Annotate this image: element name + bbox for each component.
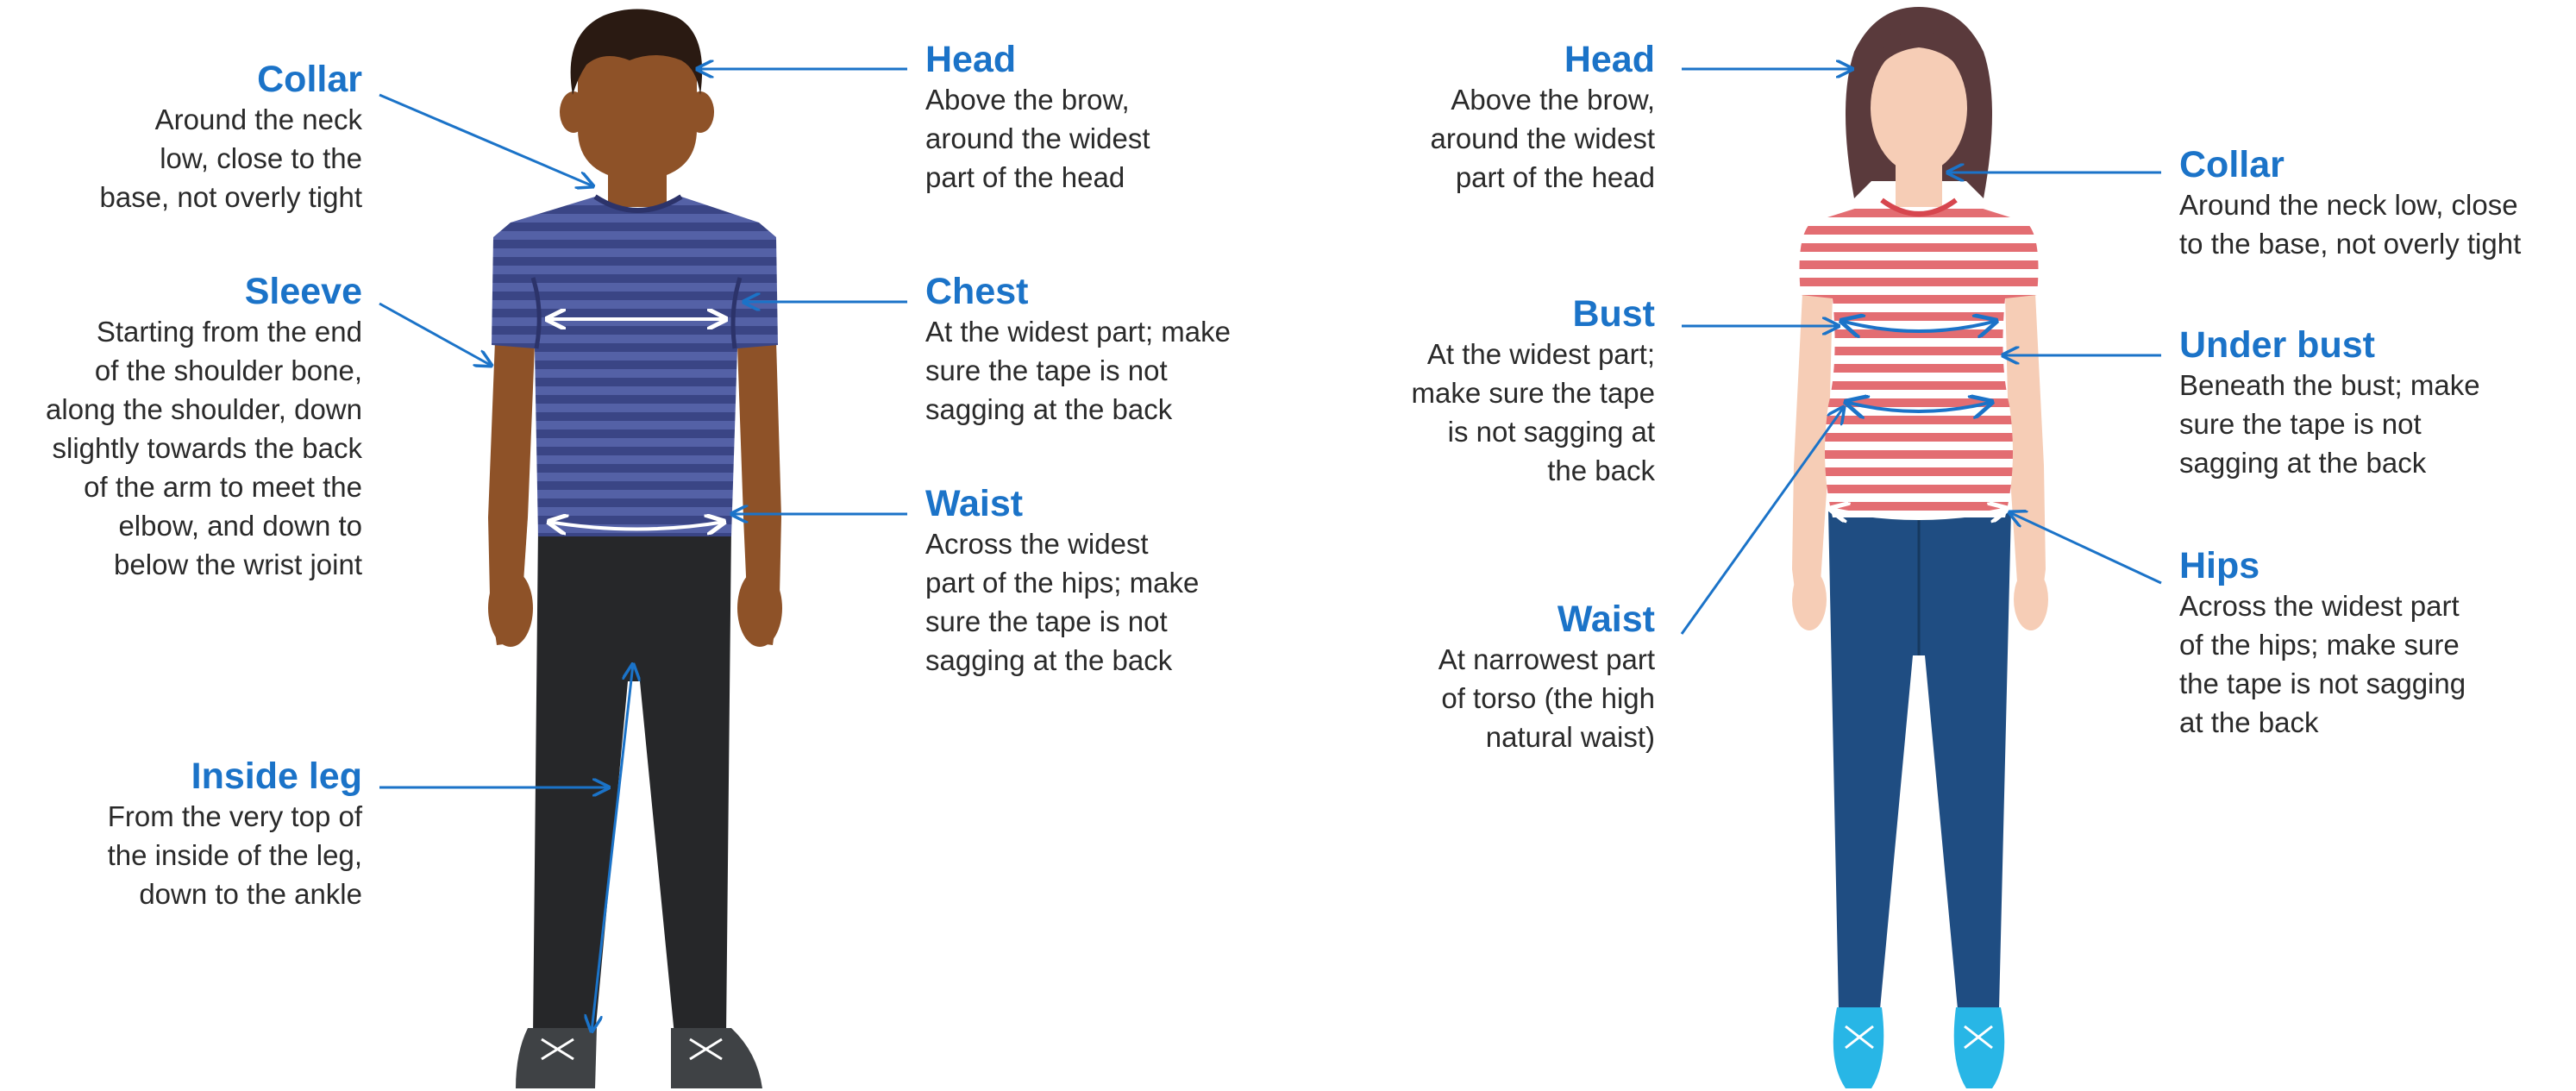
female-right-shoe [1954, 1007, 2005, 1088]
male-left-shoe [516, 1028, 597, 1088]
female-under-bust-desc-1: Beneath the bust; make [2179, 366, 2480, 404]
male-inside-leg-label: Inside leg From the very top of the insi… [108, 756, 362, 913]
male-chest-desc-1: At the widest part; make [925, 312, 1231, 351]
female-hips-desc-4: at the back [2179, 703, 2466, 742]
male-left-hand [488, 569, 533, 647]
male-waist-desc-2: part of the hips; make [925, 563, 1199, 602]
female-waist-desc-1: At narrowest part [1438, 640, 1655, 679]
male-chest-desc-3: sagging at the back [925, 390, 1231, 429]
male-head-title: Head [925, 39, 1150, 80]
male-head-desc-1: Above the brow, [925, 80, 1150, 119]
female-under-bust-desc-2: sure the tape is not [2179, 404, 2480, 443]
male-sleeve-desc-1: Starting from the end [46, 312, 362, 351]
male-sleeve-title: Sleeve [46, 271, 362, 312]
female-collar-desc-1: Around the neck low, close [2179, 185, 2521, 224]
female-collar-label: Collar Around the neck low, close to the… [2179, 144, 2521, 263]
female-hips-desc-3: the tape is not sagging [2179, 664, 2466, 703]
female-right-hand [2014, 568, 2048, 630]
female-under-bust-desc-3: sagging at the back [2179, 443, 2480, 482]
male-inside-leg-desc-2: the inside of the leg, [108, 836, 362, 875]
male-sleeve-desc-5: of the arm to meet the [46, 467, 362, 506]
male-sleeve-desc-6: elbow, and down to [46, 506, 362, 545]
female-hips-desc-1: Across the widest part [2179, 586, 2466, 625]
male-sleeve-desc-3: along the shoulder, down [46, 390, 362, 429]
female-left-shoe [1833, 1007, 1884, 1088]
male-sleeve-leader [379, 304, 492, 366]
male-waist-desc-4: sagging at the back [925, 641, 1199, 680]
male-sleeve-desc-7: below the wrist joint [46, 545, 362, 584]
male-waist-title: Waist [925, 483, 1199, 524]
female-head [1871, 42, 1967, 173]
female-bust-desc-1: At the widest part; [1412, 335, 1656, 373]
male-shirt [492, 197, 778, 536]
male-sleeve-label: Sleeve Starting from the end of the shou… [46, 271, 362, 584]
male-chest-desc-2: sure the tape is not [925, 351, 1231, 390]
female-bust-title: Bust [1412, 293, 1656, 335]
male-collar-desc-3: base, not overly tight [99, 178, 362, 216]
female-bust-desc-3: is not sagging at [1412, 412, 1656, 451]
female-head-desc-2: around the widest [1430, 119, 1655, 158]
male-collar-desc-2: low, close to the [99, 139, 362, 178]
female-waist-desc-2: of torso (the high [1438, 679, 1655, 718]
male-right-hand [737, 569, 782, 647]
male-right-shoe [671, 1028, 762, 1088]
male-waist-desc-3: sure the tape is not [925, 602, 1199, 641]
male-chest-label: Chest At the widest part; make sure the … [925, 271, 1231, 429]
male-head-desc-2: around the widest [925, 119, 1150, 158]
male-head-desc-3: part of the head [925, 158, 1150, 197]
female-bust-label: Bust At the widest part; make sure the t… [1412, 293, 1656, 490]
female-shirt [1800, 200, 2039, 517]
female-head-desc-3: part of the head [1430, 158, 1655, 197]
male-collar-title: Collar [99, 59, 362, 100]
female-under-bust-label: Under bust Beneath the bust; make sure t… [2179, 324, 2480, 482]
female-hips-desc-2: of the hips; make sure [2179, 625, 2466, 664]
female-figure [1792, 7, 2048, 1088]
male-inside-leg-desc-3: down to the ankle [108, 875, 362, 913]
female-head-label: Head Above the brow, around the widest p… [1430, 39, 1655, 197]
male-waist-desc-1: Across the widest [925, 524, 1199, 563]
male-pants [533, 526, 731, 1035]
male-inside-leg-title: Inside leg [108, 756, 362, 797]
female-hips-title: Hips [2179, 545, 2466, 586]
male-collar-desc-1: Around the neck [99, 100, 362, 139]
male-figure [488, 9, 782, 1088]
female-under-bust-title: Under bust [2179, 324, 2480, 366]
female-hips-label: Hips Across the widest part of the hips;… [2179, 545, 2466, 742]
male-sleeve-desc-2: of the shoulder bone, [46, 351, 362, 390]
female-left-hand [1792, 568, 1827, 630]
female-head-desc-1: Above the brow, [1430, 80, 1655, 119]
female-waist-label: Waist At narrowest part of torso (the hi… [1438, 599, 1655, 756]
female-waist-title: Waist [1438, 599, 1655, 640]
female-bust-desc-4: the back [1412, 451, 1656, 490]
female-collar-desc-2: to the base, not overly tight [2179, 224, 2521, 263]
male-collar-label: Collar Around the neck low, close to the… [99, 59, 362, 216]
female-waist-desc-3: natural waist) [1438, 718, 1655, 756]
male-chest-title: Chest [925, 271, 1231, 312]
male-waist-label: Waist Across the widest part of the hips… [925, 483, 1199, 680]
female-head-title: Head [1430, 39, 1655, 80]
female-collar-title: Collar [2179, 144, 2521, 185]
female-bust-desc-2: make sure the tape [1412, 373, 1656, 412]
male-inside-leg-desc-1: From the very top of [108, 797, 362, 836]
male-sleeve-desc-4: slightly towards the back [46, 429, 362, 467]
male-head-label: Head Above the brow, around the widest p… [925, 39, 1150, 197]
